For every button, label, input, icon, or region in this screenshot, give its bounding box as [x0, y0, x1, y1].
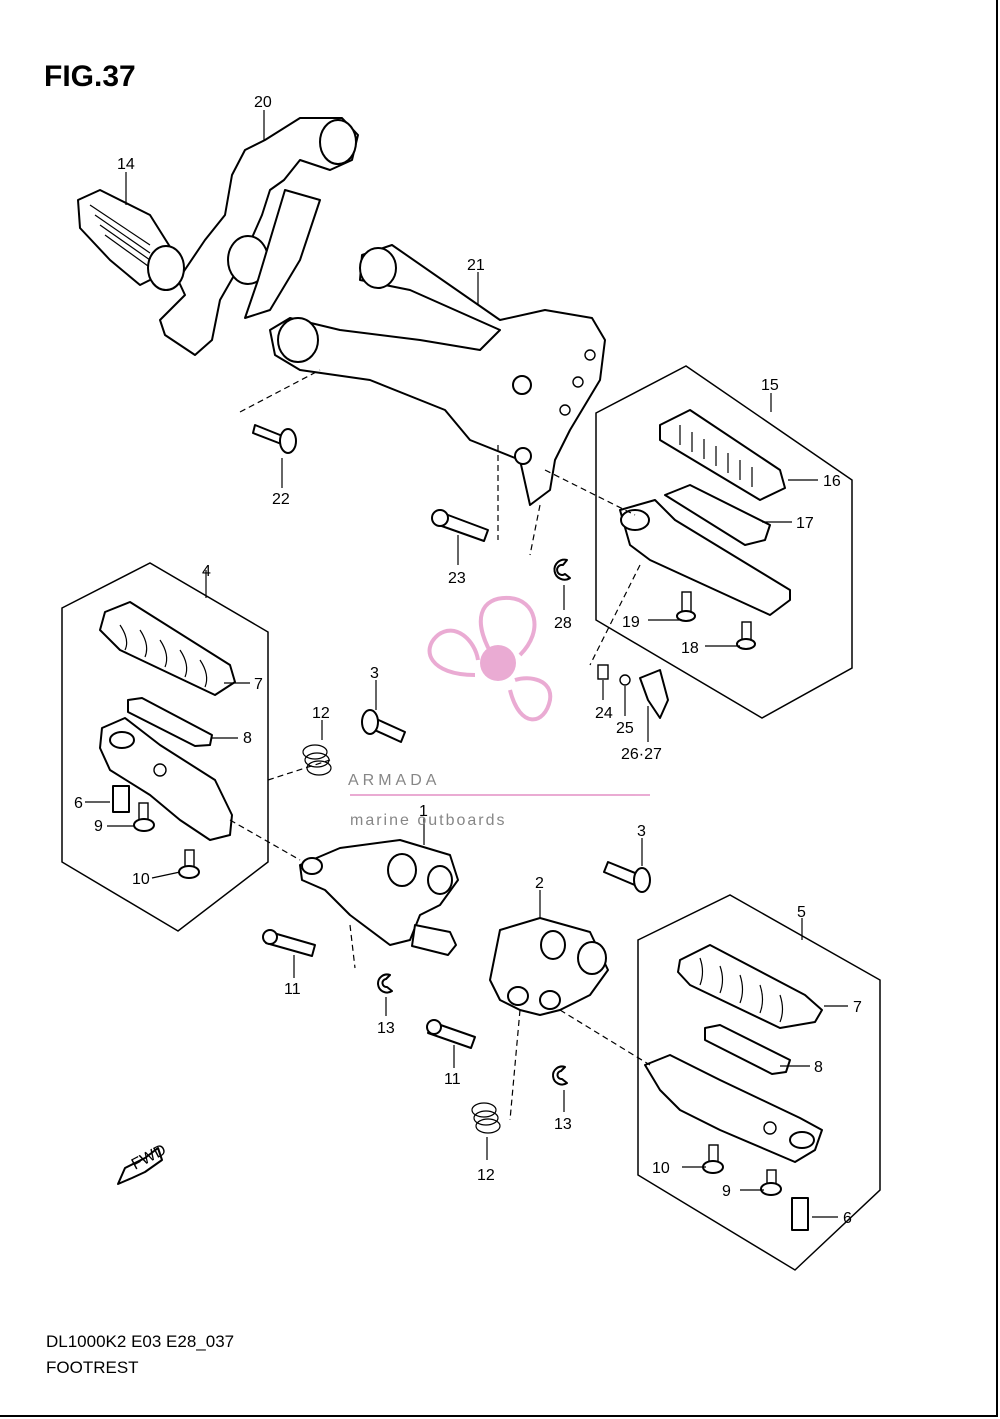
callout-19: 19	[622, 614, 640, 631]
part-plate-26-27	[639, 669, 669, 719]
callout-22: 22	[272, 491, 290, 508]
watermark-divider	[350, 794, 650, 796]
callout-14: 14	[117, 156, 135, 173]
callout-16: 16	[823, 473, 841, 490]
part-nut-6-left	[112, 785, 130, 813]
part-ball-25	[619, 674, 631, 686]
callout-6-left: 6	[74, 795, 83, 812]
callout-7-left: 7	[254, 676, 263, 693]
part-screw-10-left	[178, 849, 200, 879]
callout-28: 28	[554, 615, 572, 632]
callout-1: 1	[419, 803, 428, 820]
part-rear-bracket-right	[269, 244, 606, 506]
part-footpeg-rubber-7-left	[99, 601, 236, 696]
part-bolt-3-upper	[361, 709, 406, 743]
watermark-brand: ARMADA	[348, 772, 440, 789]
callout-4: 4	[202, 563, 211, 580]
part-spring-12-left	[302, 744, 332, 776]
callout-18: 18	[681, 640, 699, 657]
callout-6-right: 6	[843, 1210, 852, 1227]
callout-26-27: 26·27	[621, 746, 662, 763]
callout-3-lower: 3	[637, 823, 646, 840]
assembly-box-15	[595, 365, 853, 719]
part-bolt-3-lower	[603, 861, 651, 893]
model-code: DL1000K2 E03 E28_037	[46, 1332, 235, 1351]
part-pin-11-right	[426, 1019, 476, 1049]
callout-11-right: 11	[444, 1071, 461, 1088]
callout-10-right: 10	[652, 1160, 670, 1177]
part-clip-28	[553, 558, 571, 581]
part-plate-8-right	[704, 1024, 791, 1075]
part-footpeg-bracket-15	[619, 499, 791, 616]
fwd-arrow-icon: FWD	[117, 1141, 169, 1185]
part-plate-8-left	[127, 697, 213, 747]
callout-2: 2	[535, 875, 544, 892]
part-screw-18	[736, 621, 756, 650]
part-nut-6-right	[791, 1197, 809, 1231]
part-screw-10-right	[702, 1144, 724, 1174]
part-plate-17	[664, 484, 771, 546]
part-spring-12-right	[471, 1102, 501, 1134]
callout-23: 23	[448, 570, 466, 587]
part-screw-9-left	[133, 802, 155, 832]
leader-lines	[85, 110, 848, 1218]
callout-8-left: 8	[243, 730, 252, 747]
callout-24: 24	[595, 705, 613, 722]
callout-15: 15	[761, 377, 779, 394]
callout-7-right: 7	[853, 999, 862, 1016]
callout-8-right: 8	[814, 1059, 823, 1076]
callout-3-upper: 3	[370, 665, 379, 682]
callout-10-left: 10	[132, 871, 150, 888]
part-pin-11-left	[262, 929, 316, 957]
part-bolt-22	[252, 424, 297, 454]
part-clip-13-left	[377, 973, 393, 994]
callout-12-left: 12	[312, 705, 330, 722]
part-front-bracket-1	[299, 839, 459, 956]
callout-13-left: 13	[377, 1020, 395, 1037]
figure-title: FIG.37	[44, 60, 136, 93]
callout-13-right: 13	[554, 1116, 572, 1133]
callout-20: 20	[254, 94, 272, 111]
callout-9-right: 9	[722, 1183, 731, 1200]
watermark-tagline: marine outboards	[350, 812, 507, 829]
part-footpeg-5	[644, 1054, 823, 1163]
part-front-bracket-2	[489, 917, 609, 1016]
part-screw-19	[676, 591, 696, 622]
part-clip-13-right	[552, 1065, 568, 1086]
part-footpeg-rubber-7-right	[677, 944, 823, 1029]
part-footpeg-rubber-16	[659, 409, 786, 501]
part-rear-bracket-left	[77, 117, 359, 356]
callout-21: 21	[467, 257, 485, 274]
callout-labels: 20 14 21 22 23 28 15 16 17 19 18 24 25 2…	[74, 94, 862, 1227]
propeller-logo-icon	[427, 595, 553, 722]
callout-5: 5	[797, 904, 806, 921]
part-footpeg-4	[99, 717, 233, 841]
callout-9-left: 9	[94, 818, 103, 835]
watermark: ARMADA marine outboards	[348, 595, 650, 829]
section-name: FOOTREST	[46, 1358, 139, 1377]
assembly-box-4	[61, 562, 269, 932]
part-screw-9-right	[760, 1169, 782, 1196]
callout-11-left: 11	[284, 981, 301, 998]
callout-17: 17	[796, 515, 814, 532]
callout-25: 25	[616, 720, 634, 737]
assembly-box-5	[637, 894, 881, 1271]
part-spring-24	[597, 664, 609, 680]
callout-12-right: 12	[477, 1167, 495, 1184]
part-pin-23	[431, 509, 489, 542]
